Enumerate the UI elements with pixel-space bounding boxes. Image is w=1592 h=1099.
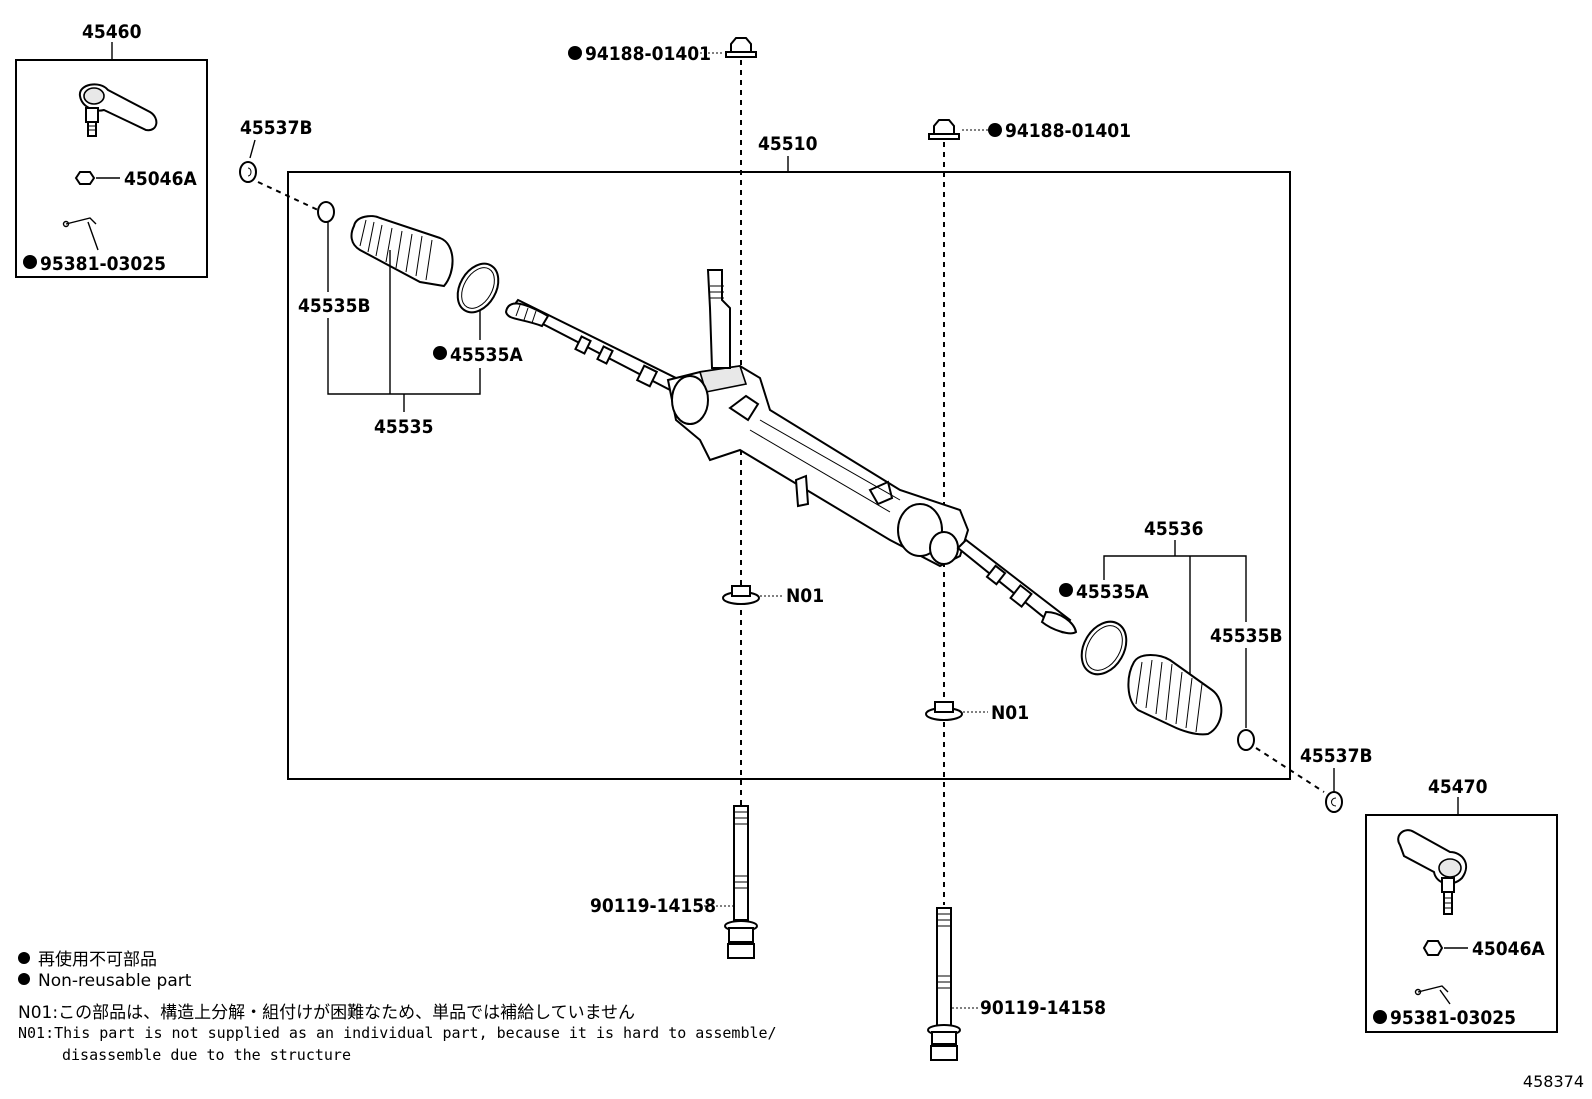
label-45510[interactable]: 45510 [758, 133, 818, 155]
tie-rod-end-lh-inset: 45460 45046A 95381-03025 [15, 21, 208, 278]
bolt-left: 90119-14158 [590, 805, 758, 959]
label-45536[interactable]: 45536 [1144, 518, 1203, 540]
label-45470[interactable]: 45470 [1428, 776, 1488, 798]
label-95381-rh[interactable]: 95381-03025 [1390, 1007, 1516, 1029]
bullet-icon [18, 973, 30, 985]
label-45535a-lh[interactable]: 45535A [450, 344, 523, 366]
boot-ring-rh-icon [1080, 620, 1128, 676]
nonreusable-dot [23, 255, 37, 269]
tie-rod-end-rh-inset: 45470 45046A 95381-03025 [1365, 776, 1558, 1033]
boot-ring-lh-icon [456, 262, 500, 314]
rack-assy-frame: 45510 [287, 133, 1291, 780]
inner-nut-left: N01 [722, 585, 824, 607]
label-45535b-rh[interactable]: 45535B [1210, 625, 1283, 647]
boot-set-lh: 45537B 45535B 45535A 45535 [239, 117, 523, 438]
legend-en-nonreusable: Non-reusable part [18, 971, 191, 991]
bullet-icon [18, 952, 30, 964]
boot-rh-icon [1127, 654, 1223, 736]
legend-jp-nonreusable: 再使用不可部品 [18, 945, 157, 970]
nonreusable-dot [1373, 1010, 1387, 1024]
bolt-right: 90119-14158 [927, 907, 1106, 1061]
nut-icon [1422, 940, 1468, 956]
label-94188-right[interactable]: 94188-01401 [1005, 120, 1131, 142]
label-n01-right[interactable]: N01 [991, 702, 1029, 724]
label-45535b-lh[interactable]: 45535B [298, 295, 371, 317]
cotter-pin-icon [1414, 985, 1451, 1005]
label-45460[interactable]: 45460 [82, 21, 142, 43]
tie-rod-end-lh-icon [78, 83, 158, 137]
legend-en-note-1: N01:This part is not supplied as an indi… [18, 1024, 777, 1042]
label-n01-left[interactable]: N01 [786, 585, 824, 607]
nut-icon [74, 171, 120, 185]
boot-set-rh: 45536 45535A 45535B 45537B [1059, 518, 1373, 813]
label-45046a-lh[interactable]: 45046A [124, 168, 197, 190]
clip-icon [317, 201, 335, 223]
diagram-id: 458374 [1522, 1072, 1584, 1091]
label-94188-left[interactable]: 94188-01401 [585, 43, 711, 65]
cotter-pin-icon [62, 217, 99, 251]
boot-lh-icon [350, 215, 454, 288]
label-45046a-rh[interactable]: 45046A [1472, 938, 1545, 960]
upper-nut-left: 94188-01401 [568, 37, 757, 815]
label-45535[interactable]: 45535 [374, 416, 433, 438]
tie-rod-end-rh-icon [1397, 829, 1468, 915]
clip-icon [1237, 729, 1255, 751]
label-90119-left[interactable]: 90119-14158 [590, 895, 716, 917]
legend-en-note-2: disassemble due to the structure [62, 1046, 351, 1064]
steering-rack-body [504, 269, 1078, 635]
legend-jp-note: N01:この部品は、構造上分解・組付けが困難なため、単品では補給していません [18, 1003, 636, 1023]
label-45537b-lh[interactable]: 45537B [240, 117, 313, 139]
label-45537b-rh[interactable]: 45537B [1300, 745, 1373, 767]
label-90119-right[interactable]: 90119-14158 [980, 997, 1106, 1019]
label-45535a-rh[interactable]: 45535A [1076, 581, 1149, 603]
label-95381-lh[interactable]: 95381-03025 [40, 253, 166, 275]
inner-nut-right: N01 [925, 701, 1029, 724]
